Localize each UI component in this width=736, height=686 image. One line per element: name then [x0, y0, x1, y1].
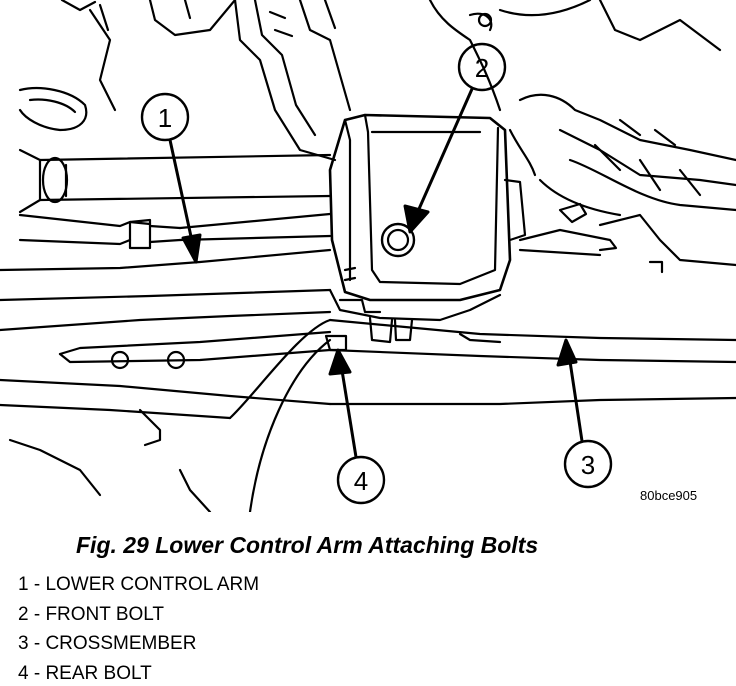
body-structure-topleft: [18, 0, 237, 132]
callout-2: 2: [457, 42, 507, 92]
crossmember: [328, 318, 736, 406]
legend-item-crossmember: 3 - CROSSMEMBER: [18, 633, 197, 654]
frame-bracket: [233, 0, 502, 162]
shaft-left: [18, 148, 332, 250]
svg-text:2: 2: [475, 53, 489, 83]
svg-text:3: 3: [581, 450, 595, 480]
lower-control-arm: [0, 248, 332, 512]
callout-1: 1: [140, 92, 190, 142]
leader-arrows: [168, 87, 584, 459]
arrow-2: [413, 87, 474, 220]
callout-legend: 1 - LOWER CONTROL ARM 2 - FRONT BOLT 3 -…: [18, 570, 259, 686]
drawing-code: 80bce905: [640, 488, 698, 503]
figure-caption: Fig. 29 Lower Control Arm Attaching Bolt…: [76, 532, 539, 558]
callout-3: 3: [563, 439, 613, 489]
bolt-bracket: [324, 113, 537, 352]
svg-text:1: 1: [158, 103, 172, 133]
lower-control-arm-illustration: 1 2 3 4: [0, 0, 736, 512]
body-panel-right: [498, 0, 736, 274]
legend-item-rear-bolt: 4 - REAR BOLT: [18, 662, 152, 684]
legend-item-lower-control-arm: 1 - LOWER CONTROL ARM: [18, 574, 260, 595]
svg-text:4: 4: [354, 466, 368, 496]
callout-4: 4: [336, 455, 386, 505]
legend-item-front-bolt: 2 - FRONT BOLT: [18, 603, 165, 625]
arrow-4: [338, 356, 358, 459]
